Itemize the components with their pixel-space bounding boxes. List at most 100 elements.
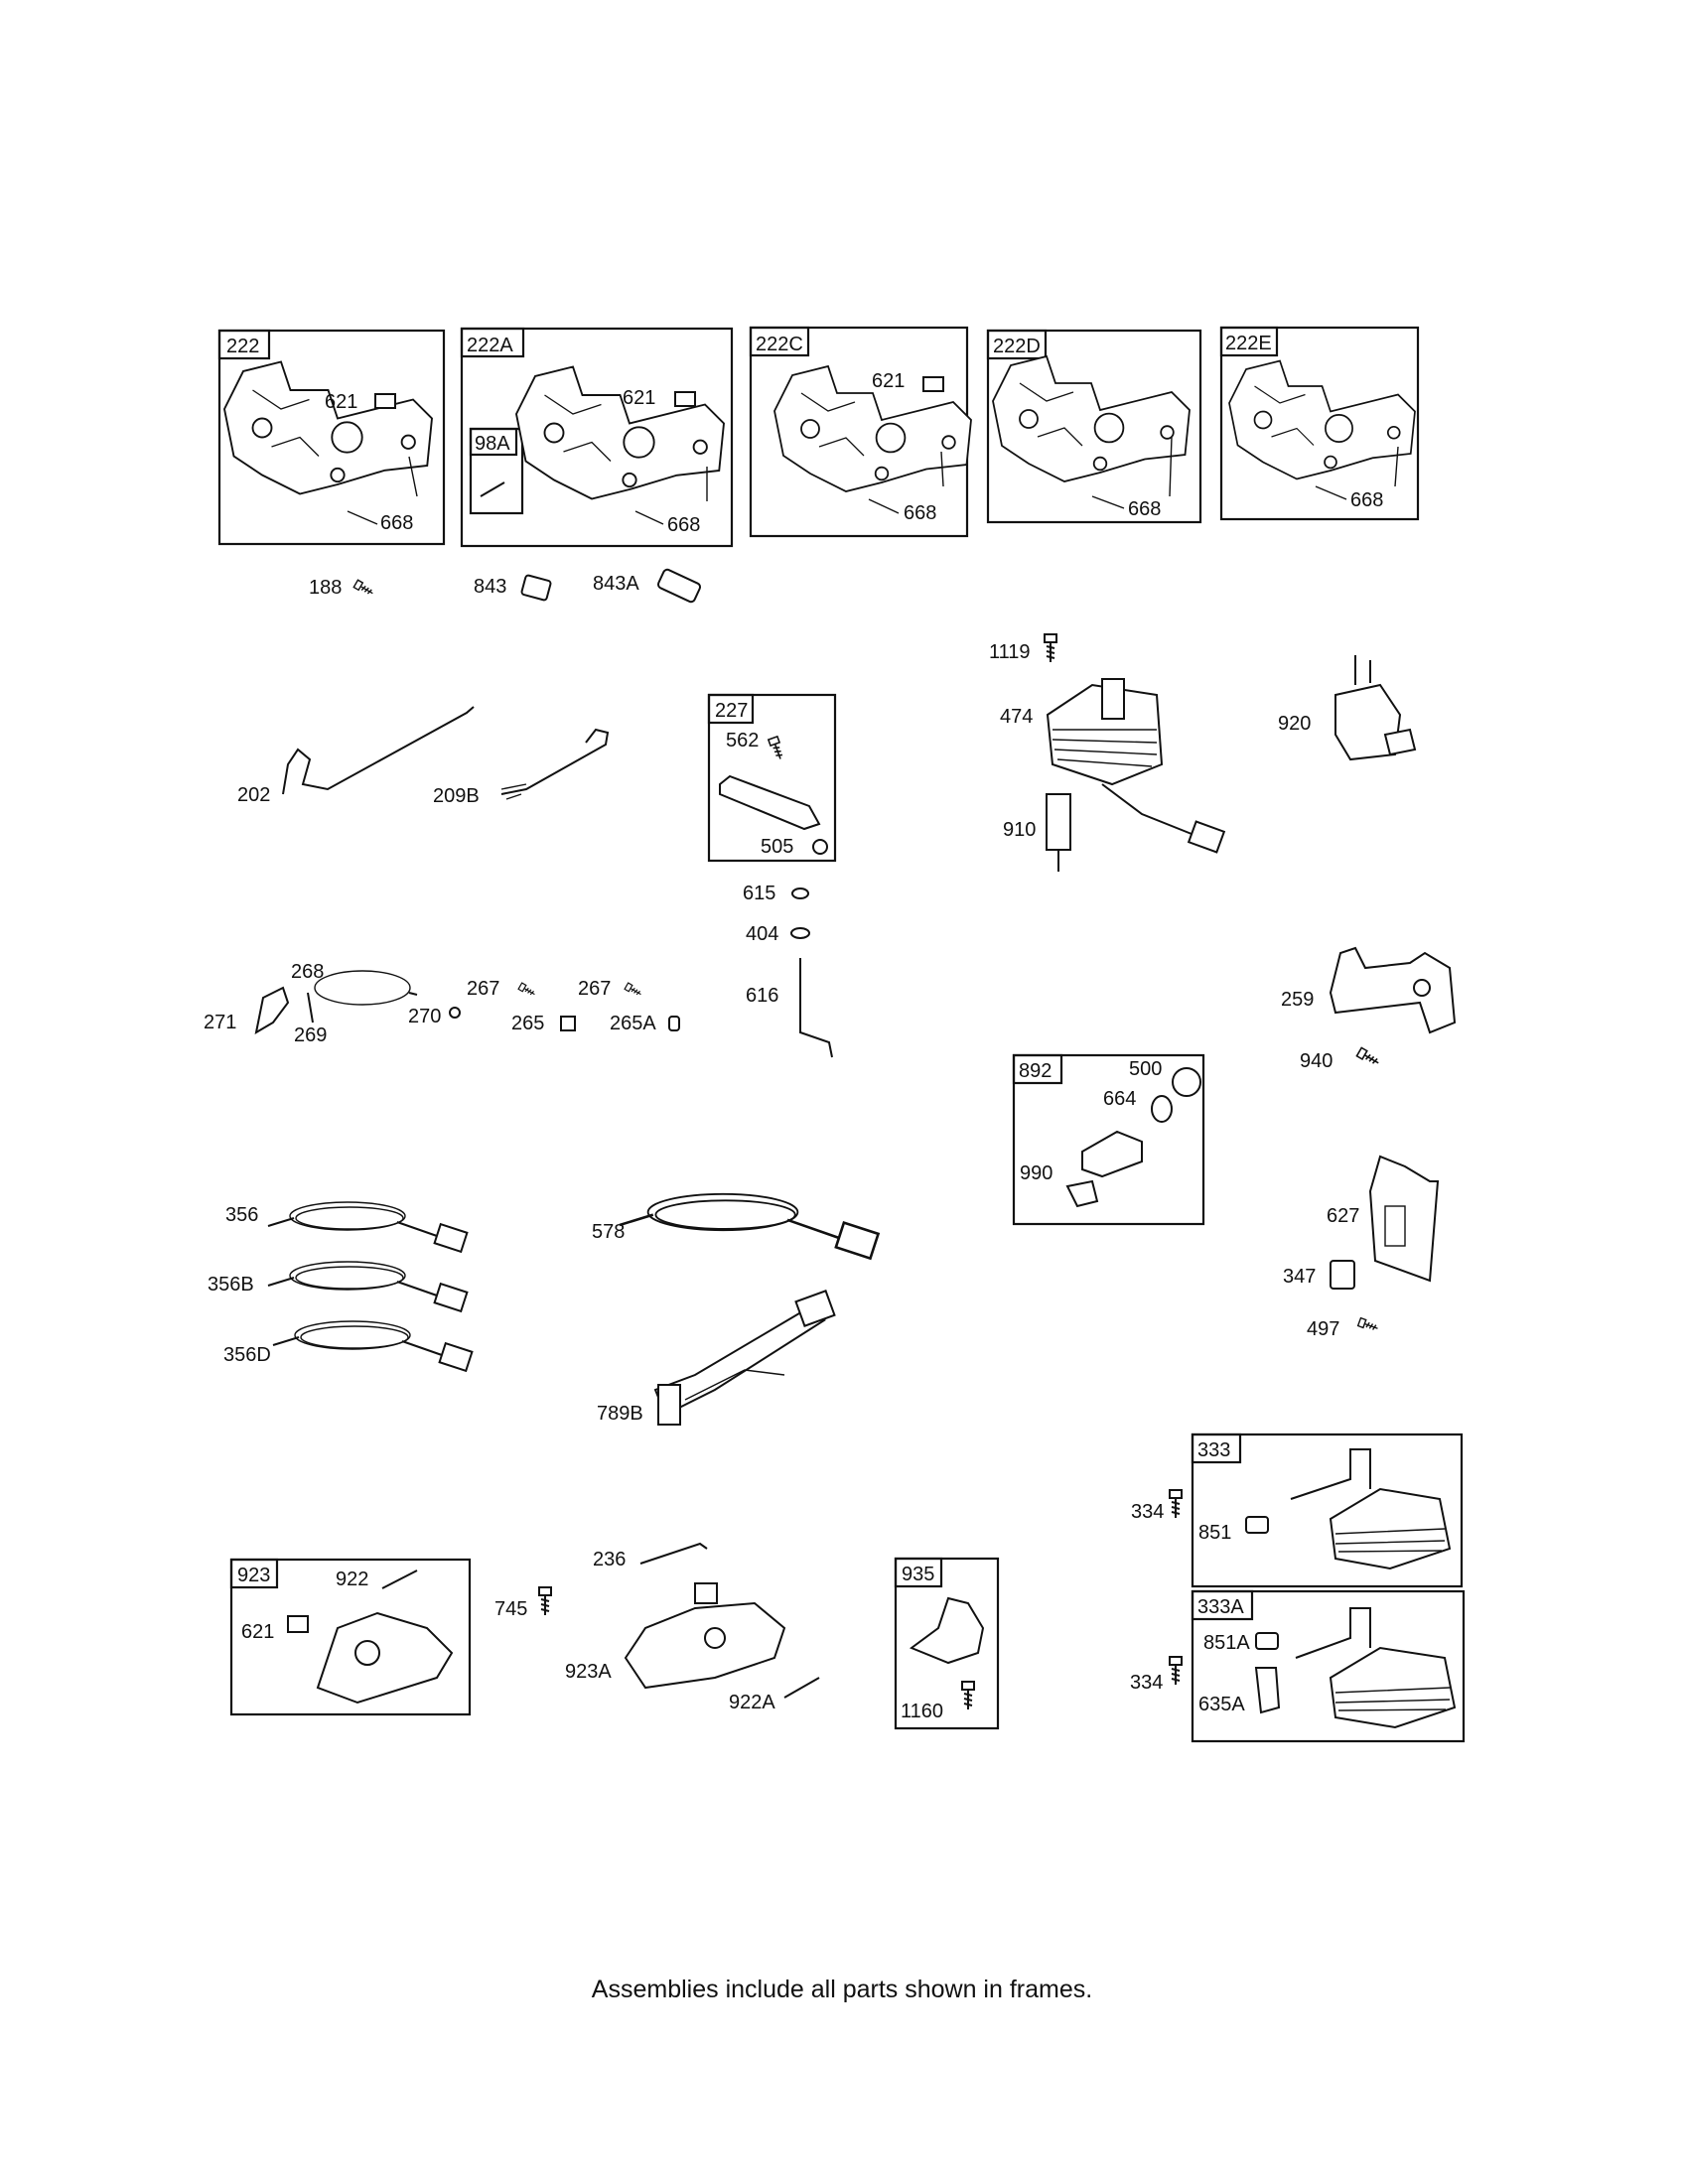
frame-tag-222C: 222C <box>756 334 803 355</box>
frame-892: 892 500 664 990 <box>1012 1053 1205 1226</box>
frame-923: 923 922 621 <box>229 1558 472 1716</box>
label-615: 615 <box>743 883 775 904</box>
label-635A: 635A <box>1198 1694 1245 1715</box>
label-668: 668 <box>904 502 936 524</box>
label-668: 668 <box>1350 489 1383 511</box>
label-940: 940 <box>1300 1050 1333 1072</box>
label-497: 497 <box>1307 1318 1339 1340</box>
part-356B: 356B <box>208 1261 469 1312</box>
frame-935: 935 1160 <box>894 1557 1000 1730</box>
label-270: 270 <box>408 1006 441 1027</box>
label-789B: 789B <box>597 1403 643 1425</box>
part-578: 578 <box>592 1192 880 1260</box>
label-334: 334 <box>1131 1501 1164 1523</box>
label-578: 578 <box>592 1221 625 1243</box>
part-356D: 356D <box>223 1320 474 1372</box>
frame-tag-222: 222 <box>226 336 259 357</box>
label-236: 236 <box>593 1549 626 1570</box>
label-664: 664 <box>1103 1088 1136 1110</box>
label-920: 920 <box>1278 713 1311 735</box>
part-259: 259 940 <box>1281 946 1457 1072</box>
label-271: 271 <box>204 1012 236 1033</box>
label-621: 621 <box>241 1621 274 1643</box>
label-1119: 1119 <box>989 641 1031 663</box>
frame-222C: 222C 621 668 <box>749 326 972 538</box>
label-188: 188 <box>309 577 342 599</box>
label-562: 562 <box>726 730 759 751</box>
label-923A: 923A <box>565 1661 612 1683</box>
governor-bracket <box>515 365 725 500</box>
label-621: 621 <box>872 370 905 392</box>
label-474: 474 <box>1000 706 1033 728</box>
part-356: 356 <box>225 1201 469 1253</box>
part-843: 843 <box>474 574 552 602</box>
part-group-271: 268 271 269 270 267 267 265 265A <box>204 961 680 1046</box>
label-267: 267 <box>578 978 611 1000</box>
part-745: 745 <box>494 1586 552 1620</box>
part-209B: 209B <box>433 728 610 807</box>
label-334: 334 <box>1130 1672 1163 1694</box>
frame-222A: 222A 98A 621 668 <box>460 327 734 548</box>
frame-tag-222A: 222A <box>467 335 513 356</box>
part-615: 615 <box>743 883 809 904</box>
label-265: 265 <box>511 1013 544 1034</box>
frame-tag-935: 935 <box>902 1564 934 1585</box>
label-356: 356 <box>225 1204 258 1226</box>
part-923A: 236 923A 922A <box>565 1542 820 1713</box>
label-500: 500 <box>1129 1058 1162 1080</box>
label-505: 505 <box>761 836 793 858</box>
part-789B: 789B <box>597 1290 836 1426</box>
frame-tag-923: 923 <box>237 1565 270 1586</box>
label-851: 851 <box>1198 1522 1231 1544</box>
frame-tag-892: 892 <box>1019 1060 1052 1082</box>
frame-tag-333A: 333A <box>1197 1596 1244 1618</box>
frame-tag-222D: 222D <box>993 336 1041 357</box>
frame-tag-98A: 98A <box>475 433 510 455</box>
frame-tag-222E: 222E <box>1225 333 1272 354</box>
label-668: 668 <box>1128 498 1161 520</box>
frame-tag-333: 333 <box>1197 1439 1230 1461</box>
label-910: 910 <box>1003 819 1036 841</box>
frame-222D: 222D 668 <box>986 329 1202 524</box>
frame-tag-227: 227 <box>715 700 748 722</box>
label-668: 668 <box>667 514 700 536</box>
label-356B: 356B <box>208 1274 254 1296</box>
label-267: 267 <box>467 978 499 1000</box>
label-621: 621 <box>623 387 655 409</box>
label-347: 347 <box>1283 1266 1316 1288</box>
governor-bracket <box>1228 359 1416 480</box>
part-404: 404 <box>746 923 810 945</box>
label-922A: 922A <box>729 1692 775 1713</box>
label-745: 745 <box>494 1598 527 1620</box>
label-265A: 265A <box>610 1013 656 1034</box>
label-922: 922 <box>336 1569 368 1590</box>
part-627: 627 347 497 <box>1283 1155 1440 1340</box>
frame-333A: 333A 334 851A 635A <box>1130 1589 1466 1743</box>
label-843: 843 <box>474 576 506 598</box>
frame-227: 227 562 505 <box>707 693 837 863</box>
label-269: 269 <box>294 1024 327 1046</box>
part-843A: 843A <box>593 568 702 604</box>
frame-333: 333 334 851 <box>1131 1433 1464 1588</box>
label-404: 404 <box>746 923 778 945</box>
frame-222: 222 621 668 <box>217 329 446 546</box>
footer-note: Assemblies include all parts shown in fr… <box>591 1976 1093 2003</box>
label-990: 990 <box>1020 1162 1052 1184</box>
frame-222E: 222E 668 <box>1219 326 1420 521</box>
governor-bracket <box>223 360 433 495</box>
label-668: 668 <box>380 512 413 534</box>
label-621: 621 <box>325 391 357 413</box>
part-920: 920 <box>1278 655 1417 761</box>
label-616: 616 <box>746 985 778 1007</box>
part-474: 1119 474 910 <box>989 633 1226 872</box>
label-268: 268 <box>291 961 324 983</box>
label-209B: 209B <box>433 785 480 807</box>
governor-bracket <box>992 355 1191 482</box>
label-843A: 843A <box>593 573 639 595</box>
label-259: 259 <box>1281 989 1314 1011</box>
label-627: 627 <box>1327 1205 1359 1227</box>
label-202: 202 <box>237 784 270 806</box>
part-616: 616 <box>746 958 833 1058</box>
part-188: 188 <box>309 577 376 599</box>
